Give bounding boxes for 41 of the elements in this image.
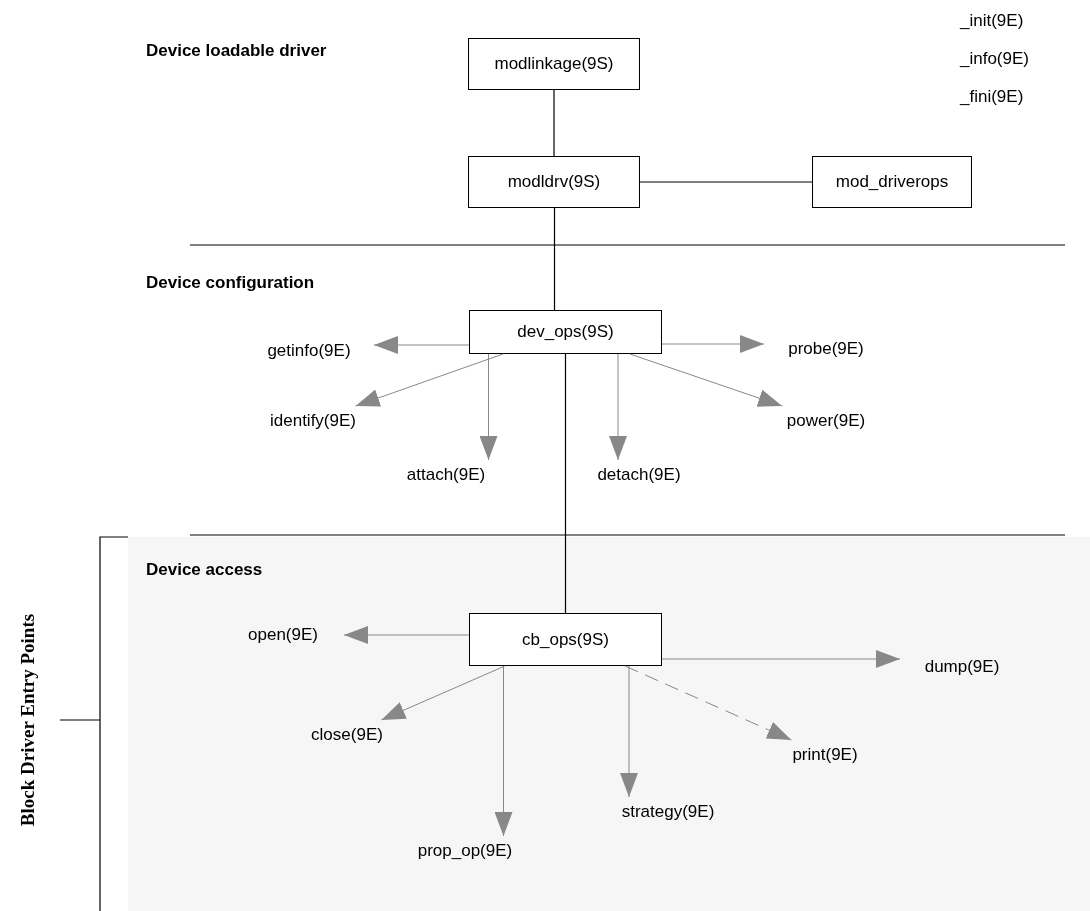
- connector-line: [553, 207, 556, 311]
- entry-point-label: probe(9E): [764, 334, 888, 364]
- arrow: [661, 335, 765, 353]
- entry-point-label: identify(9E): [246, 406, 380, 436]
- arrow: [373, 336, 470, 354]
- section-heading: Device loadable driver: [146, 40, 327, 62]
- entry-point-label: close(9E): [290, 720, 404, 750]
- entry-point-label: attach(9E): [384, 460, 508, 490]
- arrow: [355, 353, 504, 407]
- entry-point-label: prop_op(9E): [392, 836, 538, 866]
- section-heading: Device access: [146, 559, 263, 581]
- structure-box: mod_driverops: [812, 156, 972, 208]
- connector-line: [639, 181, 813, 183]
- connector-line: [564, 353, 567, 614]
- entry-point-label: print(9E): [772, 740, 878, 770]
- structure-box: cb_ops(9S): [469, 613, 662, 666]
- arrow: [629, 353, 783, 407]
- section-heading: Device configuration: [146, 272, 315, 294]
- function-label: _init(9E): [960, 10, 1024, 32]
- arrow: [343, 626, 470, 644]
- arrow: [661, 650, 901, 668]
- entry-point-label: dump(9E): [900, 652, 1024, 682]
- connector-line: [553, 89, 555, 157]
- arrow: [494, 665, 513, 837]
- entry-point-label: power(9E): [764, 406, 888, 436]
- arrow: [479, 353, 498, 461]
- entry-point-label: detach(9E): [574, 460, 704, 490]
- arrow: [620, 665, 638, 798]
- function-label: _info(9E): [960, 48, 1029, 70]
- arrow: [624, 665, 792, 741]
- structure-box: modldrv(9S): [468, 156, 640, 208]
- function-label: _fini(9E): [960, 86, 1024, 108]
- entry-point-label: strategy(9E): [596, 797, 740, 827]
- structure-box: modlinkage(9S): [468, 38, 640, 90]
- entry-point-label: getinfo(9E): [244, 336, 374, 366]
- structure-box: dev_ops(9S): [469, 310, 662, 354]
- shaded-region: [128, 537, 1090, 911]
- arrow: [380, 665, 506, 721]
- bracket-label: Block Driver Entry Points: [15, 613, 39, 827]
- entry-point-label: open(9E): [222, 620, 344, 650]
- arrow: [609, 353, 627, 461]
